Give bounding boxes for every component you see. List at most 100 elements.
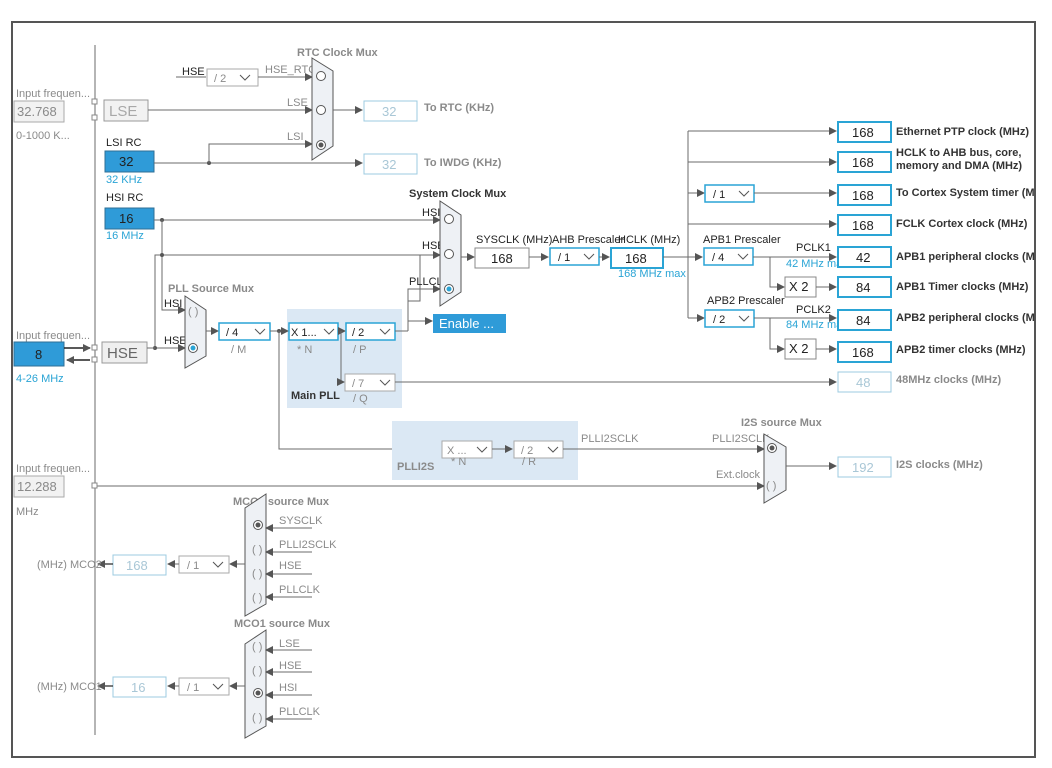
i2s-mux-title: I2S source Mux [741, 417, 823, 429]
sysclk-value: 168 [474, 247, 530, 269]
output-apb1-peripheral[interactable]: 42 [837, 246, 892, 268]
sysclk-label: SYSCLK (MHz) [476, 234, 552, 246]
svg-text:X 1...: X 1... [291, 327, 317, 339]
hse-block: HSE [101, 341, 148, 364]
svg-text:168: 168 [625, 251, 647, 266]
output-48mhz: 48 [837, 371, 892, 393]
mco2-radio-hse[interactable]: ( ) [252, 568, 262, 580]
mco1-divider[interactable]: / 1 [178, 677, 230, 696]
iwdg-output: 32 [363, 153, 418, 175]
pll-q-divider[interactable]: / 7 [344, 373, 396, 392]
pll-src-hse-label: HSE [164, 335, 187, 347]
sysmux-hse-label: HSE [422, 240, 445, 252]
mco2-radio-plli2sclk[interactable]: ( ) [252, 544, 262, 556]
mco1-pllclk-label: PLLCLK [279, 706, 321, 718]
hclk-label: HCLK (MHz) [618, 234, 680, 246]
lsi-block: 32 [104, 150, 155, 173]
i2s-radio-ext[interactable]: ( ) [766, 480, 776, 492]
mco2-divider[interactable]: / 1 [178, 555, 230, 574]
svg-text:8: 8 [35, 347, 42, 362]
output-fclk[interactable]: 168 [837, 214, 892, 236]
apb2-prescaler[interactable]: / 2 [704, 309, 755, 328]
lse-freq-label: Input frequen... [16, 88, 90, 100]
plli2sclk-label: PLLI2SCLK [581, 433, 639, 445]
hse-freq-input[interactable]: 8 [13, 341, 65, 367]
mco2-radio-pllclk[interactable]: ( ) [252, 592, 262, 604]
hsi-sub: 16 MHz [106, 230, 144, 242]
mco1-radio-pllclk[interactable]: ( ) [252, 712, 262, 724]
pclk1-max: 42 MHz max [786, 258, 848, 270]
output-apb2-timer[interactable]: 168 [837, 341, 892, 363]
sysmux-radio-hsi[interactable] [444, 214, 454, 224]
output-ethernet-ptp-label: Ethernet PTP clock (MHz) [896, 126, 1029, 138]
svg-text:HSE: HSE [107, 345, 138, 362]
cortex-timer-divider[interactable]: / 1 [704, 184, 755, 203]
mco1-radio-hse[interactable]: ( ) [252, 665, 262, 677]
svg-text:32: 32 [382, 157, 396, 172]
lsi-title: LSI RC [106, 137, 142, 149]
output-apb1-timer[interactable]: 84 [837, 276, 892, 298]
rtc-radio-lse[interactable] [316, 105, 326, 115]
mco2-plli2sclk-label: PLLI2SCLK [279, 539, 337, 551]
svg-text:Enable ...: Enable ... [439, 316, 494, 331]
output-apb2-peripheral[interactable]: 84 [837, 309, 892, 331]
pll-src-hsi-label: HSI [164, 298, 182, 310]
enable-css-button[interactable]: Enable ... [433, 314, 506, 333]
pll-p-label: / P [353, 344, 366, 356]
output-cortex-timer-label: To Cortex System timer (M [896, 187, 1035, 199]
output-apb2-peripheral-label: APB2 peripheral clocks (M [896, 312, 1035, 324]
i2s-output: 192 [837, 456, 892, 478]
rtc-lsi-label: LSI [287, 131, 304, 143]
svg-text:LSE: LSE [109, 103, 137, 120]
svg-text:X ...: X ... [447, 445, 467, 457]
pclk2-max: 84 MHz max [786, 319, 848, 331]
pll-n-label: * N [297, 344, 312, 356]
hse-freq-label: Input frequen... [16, 330, 90, 342]
svg-text:/ 1: / 1 [558, 252, 570, 264]
mco1-mux-title: MCO1 source Mux [234, 618, 331, 630]
svg-text:48: 48 [856, 375, 870, 390]
mco1-radio-lse[interactable]: ( ) [252, 641, 262, 653]
rtc-hse-rtc-label: HSE_RTC [265, 64, 316, 76]
hsi-title: HSI RC [106, 192, 143, 204]
pll-n-multiplier[interactable]: X 1... [288, 322, 339, 341]
mco1-hsi-label: HSI [279, 682, 297, 694]
lse-block: LSE [103, 99, 149, 122]
plli2s-n-multiplier[interactable]: X ... [441, 440, 493, 459]
sysmux-hsi-label: HSI [422, 207, 440, 219]
ext-freq-input[interactable]: 12.288 [13, 475, 65, 498]
lse-freq-input[interactable]: 32.768 [13, 100, 65, 123]
output-hclk-ahb-label: HCLK to AHB bus, core, [896, 147, 1022, 159]
svg-text:/ 1: / 1 [187, 560, 199, 572]
output-cortex-timer[interactable]: 168 [837, 184, 892, 206]
hsi-block: 16 [104, 207, 155, 230]
diagram-frame [11, 21, 1036, 758]
rtc-radio-hse[interactable] [316, 71, 326, 81]
pll-q-label: / Q [353, 393, 368, 405]
plli2s-r-label: / R [522, 456, 536, 468]
hclk-value[interactable]: 168 [610, 247, 664, 269]
svg-text:168: 168 [852, 218, 874, 233]
rtc-hse-divider[interactable]: / 2 [206, 68, 259, 87]
svg-text:168: 168 [852, 155, 874, 170]
mco1-source-mux[interactable] [244, 629, 267, 739]
apb1-prescaler-label: APB1 Prescaler [703, 234, 781, 246]
svg-text:168: 168 [491, 251, 513, 266]
output-hclk-ahb[interactable]: 168 [837, 151, 892, 173]
pll-src-radio-hsi[interactable]: ( ) [188, 306, 198, 318]
svg-text:/ 2: / 2 [713, 314, 725, 326]
svg-text:168: 168 [852, 345, 874, 360]
svg-text:/ 2: / 2 [352, 327, 364, 339]
sysmux-radio-hse[interactable] [444, 249, 454, 259]
pll-m-divider[interactable]: / 4 [218, 322, 271, 341]
i2s-output-label: I2S clocks (MHz) [896, 459, 983, 471]
ahb-prescaler[interactable]: / 1 [549, 247, 600, 266]
pll-p-divider[interactable]: / 2 [345, 322, 396, 341]
output-hclk-ahb-label2: memory and DMA (MHz) [896, 160, 1022, 172]
plli2s-title: PLLI2S [397, 461, 434, 473]
output-ethernet-ptp[interactable]: 168 [837, 121, 892, 143]
output-apb1-timer-label: APB1 Timer clocks (MHz) [896, 281, 1029, 293]
apb1-prescaler[interactable]: / 4 [703, 247, 754, 266]
hclk-max: 168 MHz max [618, 268, 686, 280]
